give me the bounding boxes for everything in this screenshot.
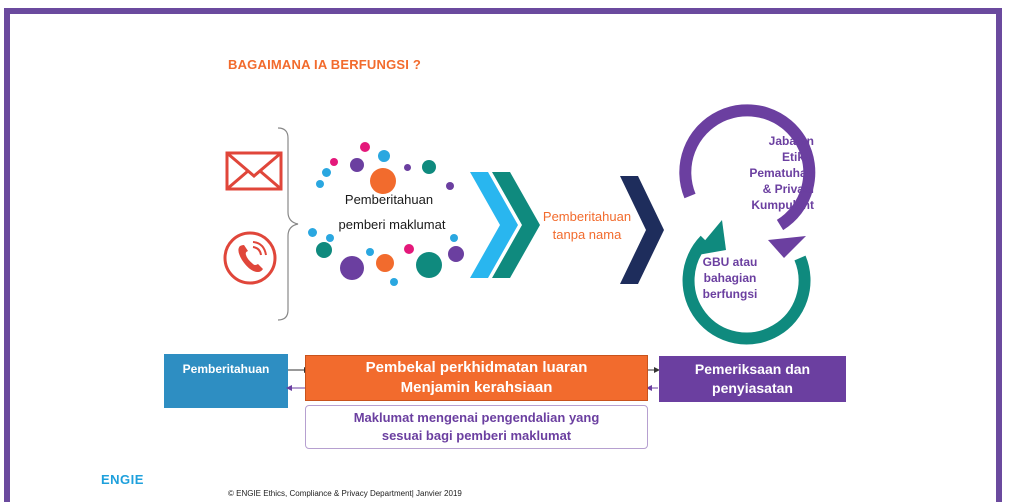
anonymous-notice: Pemberitahuan tanpa nama bbox=[532, 208, 642, 244]
dot bbox=[330, 158, 338, 166]
notify-box: Pemberitahuan bbox=[164, 354, 288, 408]
dot bbox=[448, 246, 464, 262]
footer-text: © ENGIE Ethics, Compliance & Privacy Dep… bbox=[228, 489, 462, 498]
provider-line-1: Pembekal perkhidmatan luaran bbox=[365, 359, 588, 376]
gbu-line-3: berfungsi bbox=[702, 287, 758, 301]
ethics-line-2: Etika, bbox=[781, 150, 814, 164]
gbu-line-2: bahagian bbox=[703, 271, 757, 285]
dot bbox=[404, 164, 411, 171]
navy-chevron-icon bbox=[620, 176, 664, 284]
dot bbox=[416, 252, 442, 278]
dot bbox=[446, 182, 454, 190]
provider-box: Pembekal perkhidmatan luaran Menjamin ke… bbox=[305, 355, 648, 401]
ethics-line-5: Kumpulant bbox=[751, 198, 814, 212]
dots-cloud bbox=[300, 130, 480, 290]
inquiry-box: Pemeriksaan dan penyiasatan bbox=[659, 356, 846, 402]
slide-title: BAGAIMANA IA BERFUNGSI ? bbox=[228, 57, 422, 72]
phone-icon bbox=[223, 231, 277, 285]
ethics-department: Jabatan Etika, Pematuhan & Privasi Kumpu… bbox=[730, 133, 814, 213]
gbu-line-1: GBU atau bbox=[702, 255, 758, 269]
anonymous-line-2: tanpa nama bbox=[552, 227, 622, 242]
slide-frame bbox=[4, 8, 1002, 502]
dot bbox=[376, 254, 394, 272]
dot bbox=[316, 180, 324, 188]
dot bbox=[404, 244, 414, 254]
engie-logo: ENGIE bbox=[101, 472, 144, 487]
gbu-unit: GBU atau bahagian berfungsi bbox=[680, 254, 780, 302]
provider-line-2: Menjamin kerahsiaan bbox=[400, 379, 553, 396]
dot bbox=[422, 160, 436, 174]
info-line-1: Maklumat mengenai pengendalian yang bbox=[353, 410, 600, 425]
chevrons-icon bbox=[470, 172, 540, 278]
dot bbox=[370, 168, 396, 194]
inquiry-line-1: Pemeriksaan dan bbox=[694, 361, 811, 377]
dot bbox=[340, 256, 364, 280]
notify-label: Pemberitahuan bbox=[182, 362, 270, 376]
cycle-arrows bbox=[679, 104, 816, 345]
cloud-label-1: Pemberitahuan bbox=[344, 192, 434, 207]
envelope-icon bbox=[225, 151, 283, 191]
dot bbox=[390, 278, 398, 286]
dot bbox=[360, 142, 370, 152]
info-box: Maklumat mengenai pengendalian yang sesu… bbox=[305, 405, 648, 449]
info-line-2: sesuai bagi pemberi maklumat bbox=[381, 428, 572, 443]
dot bbox=[350, 158, 364, 172]
ethics-line-3: Pematuhan bbox=[749, 166, 814, 180]
dot bbox=[326, 234, 334, 242]
cloud-label-2: pemberi maklumat bbox=[338, 217, 446, 232]
dot bbox=[316, 242, 332, 258]
anonymous-line-1: Pemberitahuan bbox=[542, 209, 632, 224]
dot bbox=[366, 248, 374, 256]
dot bbox=[308, 228, 317, 237]
bracket bbox=[277, 127, 299, 321]
ethics-line-4: & Privasi bbox=[762, 182, 814, 196]
dot bbox=[378, 150, 390, 162]
ethics-line-1: Jabatan bbox=[768, 134, 814, 148]
inquiry-line-2: penyiasatan bbox=[712, 380, 793, 396]
dot bbox=[322, 168, 331, 177]
dot bbox=[450, 234, 458, 242]
